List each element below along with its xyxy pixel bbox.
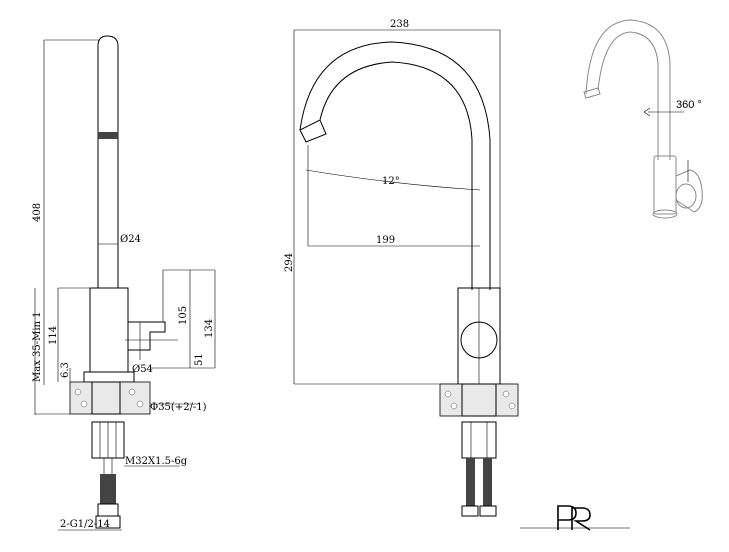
dim-199: 199	[376, 235, 395, 246]
dim-51: 51	[194, 353, 205, 366]
iso-view: 360 °	[583, 19, 703, 219]
dim-reach: 238	[390, 19, 409, 30]
swivel-label: 360 °	[676, 99, 702, 111]
side-view: 408 Max 35-Min 1 114 6.3 Ø24 105 134 51 …	[32, 35, 216, 531]
dim-134: 134	[204, 319, 215, 338]
dim-6-3: 6.3	[60, 362, 71, 378]
dim-deck-thickness: Max 35-Min 1	[32, 311, 43, 382]
brand-logo	[520, 505, 630, 531]
dim-thread: M32X1.5-6g	[125, 456, 188, 467]
dim-spout-diameter: Ø24	[120, 234, 141, 245]
dim-105: 105	[178, 306, 189, 325]
front-view: 238 12° 199 294	[284, 19, 519, 517]
dim-body-diameter: Ø54	[132, 364, 153, 375]
dim-height-294: 294	[284, 253, 295, 272]
dim-total-height: 408	[32, 203, 43, 222]
dim-angle: 12°	[382, 176, 400, 187]
dim-base-height: 114	[48, 326, 59, 345]
dim-hose-thread: 2-G1/2-14	[60, 519, 110, 530]
dim-hole-diameter: Φ35(+2/-1)	[150, 402, 207, 413]
